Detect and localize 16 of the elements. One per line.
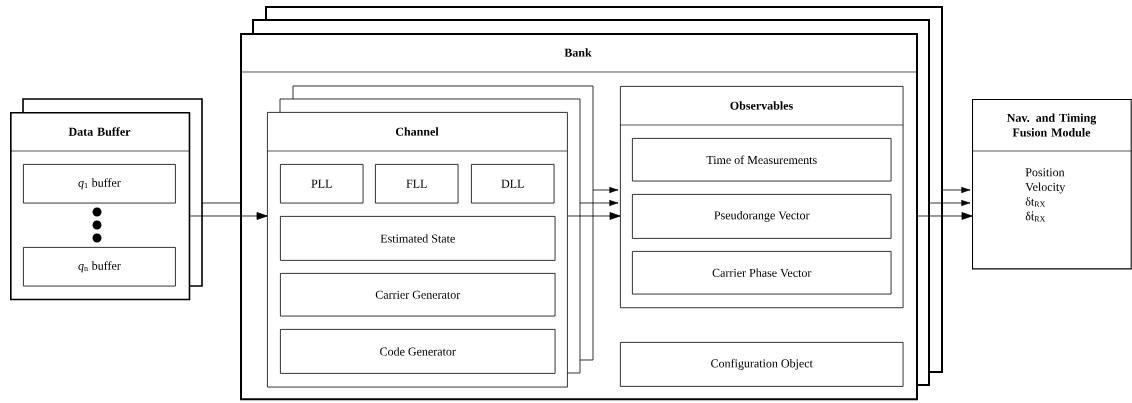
process-box: Time of Measurements bbox=[632, 138, 892, 182]
loop-box: FLL bbox=[375, 164, 459, 204]
process-box: Code Generator bbox=[280, 329, 556, 374]
process-box: Pseudorange Vector bbox=[632, 194, 892, 239]
module-panel: Nav. and Timing Fusion Module Position Velocity δt$_{RX}$ δṫ$_{RX}$ bbox=[971, 99, 1132, 270]
arrow bbox=[917, 212, 973, 220]
loop-box: PLL bbox=[280, 164, 364, 204]
process-box: Carrier Generator bbox=[280, 273, 556, 317]
buffer-box: q$_{n}$ buffer bbox=[23, 247, 176, 287]
arrow bbox=[567, 212, 621, 220]
process-box: Configuration Object bbox=[620, 342, 904, 387]
process-box: Carrier Phase Vector bbox=[632, 251, 892, 295]
process-box: Estimated State bbox=[280, 216, 556, 261]
arrow bbox=[189, 212, 268, 220]
buffer-box: q$_{1}$ buffer bbox=[23, 164, 176, 204]
loop-box: DLL bbox=[471, 164, 555, 204]
